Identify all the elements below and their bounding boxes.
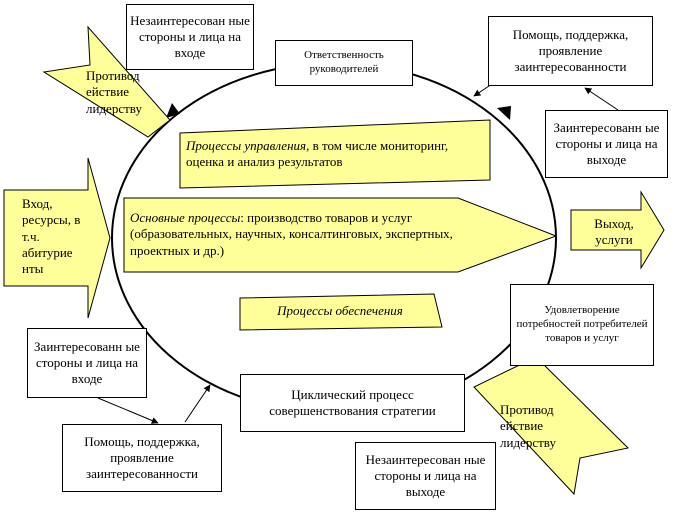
opposition-arrow-bottom-shape bbox=[473, 356, 630, 496]
responsibility-box: Ответственность руководителей bbox=[275, 40, 413, 86]
management-process-shape bbox=[179, 119, 491, 189]
input-label: Вход, ресурсы, в т.ч. абитурие нты bbox=[22, 196, 81, 276]
cyclic-process-text: Циклический процесс совершенствования ст… bbox=[269, 386, 436, 418]
output-label: Выход, услуги bbox=[594, 216, 634, 248]
connector-help-to-input bbox=[184, 384, 211, 423]
management-process-desc: , в том числе мониторинг, оценка и анали… bbox=[186, 138, 449, 170]
cyclic-process-box: Циклический процесс совершенствования ст… bbox=[240, 374, 465, 432]
connector-output-to-help bbox=[584, 87, 619, 111]
interested-output-text: Заинтересованн ые стороны и лица на выхо… bbox=[553, 119, 660, 168]
uninterested-output-box: Незаинтересован ные стороны и лица на вы… bbox=[355, 442, 496, 510]
opposition-arrow-top-shape bbox=[42, 25, 171, 138]
uninterested-input-top-text: Незаинтересован ные стороны и лица на вх… bbox=[130, 12, 250, 61]
input-arrow-shape bbox=[3, 157, 111, 319]
opposition-top-label: Противод ействие лидерству bbox=[86, 68, 142, 116]
opposition-bottom-label: Противод ействие лидерству bbox=[500, 402, 556, 450]
interested-input-text: Заинтересованн ые стороны и лица на вход… bbox=[34, 338, 140, 387]
uninterested-input-top-box: Незаинтересован ные стороны и лица на вх… bbox=[126, 4, 254, 70]
support-process-shape bbox=[239, 293, 443, 331]
interested-output-box: Заинтересованн ые стороны и лица на выхо… bbox=[545, 110, 668, 178]
satisfaction-text: Удовлетворение потребностей потребителей… bbox=[516, 304, 648, 344]
core-process-shape bbox=[123, 197, 558, 273]
management-process-title: Процессы управления bbox=[186, 138, 307, 153]
cycle-arrowhead-top-right bbox=[497, 106, 511, 120]
core-process-title: Основные процессы bbox=[130, 210, 241, 225]
help-support-bottom-text: Помощь, поддержка, проявление заинтересо… bbox=[84, 433, 200, 482]
responsibility-text: Ответственность руководителей bbox=[304, 49, 384, 75]
output-arrow-shape bbox=[570, 190, 665, 270]
satisfaction-box: Удовлетворение потребностей потребителей… bbox=[510, 284, 654, 366]
help-support-bottom-box: Помощь, поддержка, проявление заинтересо… bbox=[62, 424, 222, 492]
help-support-top-box: Помощь, поддержка, проявление заинтересо… bbox=[488, 16, 653, 86]
support-process-label: Процессы обеспечения bbox=[277, 303, 403, 318]
core-process-label: Основные процессы: производство товаров … bbox=[130, 210, 460, 259]
connector-input-to-help bbox=[97, 397, 159, 424]
management-process-label: Процессы управления, в том числе монитор… bbox=[186, 138, 484, 171]
core-process-desc: : производство товаров и услуг (образова… bbox=[130, 210, 453, 258]
cycle-arrowhead-left bbox=[166, 103, 180, 118]
uninterested-output-text: Незаинтересован ные стороны и лица на вы… bbox=[365, 451, 486, 500]
help-support-top-text: Помощь, поддержка, проявление заинтересо… bbox=[512, 26, 629, 75]
interested-input-box: Заинтересованн ые стороны и лица на вход… bbox=[27, 328, 147, 398]
